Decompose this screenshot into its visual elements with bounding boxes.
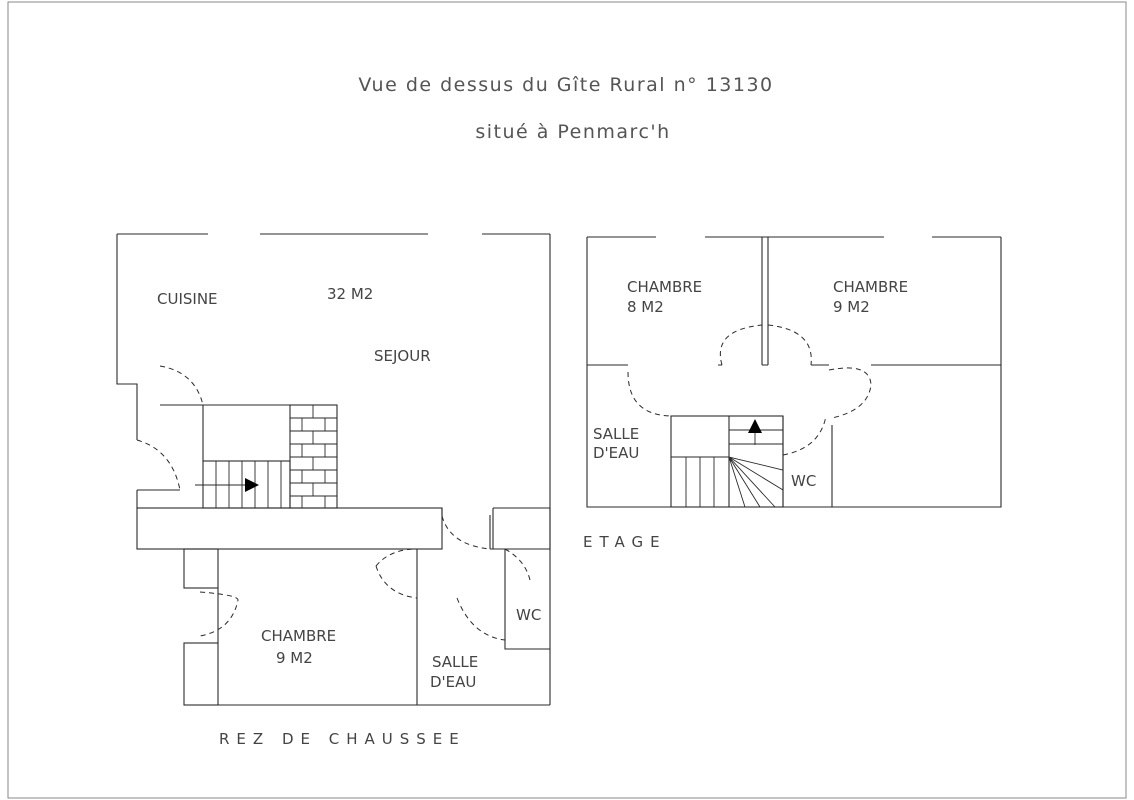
uf-label-chambre-a: CHAMBRE: [627, 278, 702, 296]
gf-label-wc: WC: [516, 606, 541, 624]
gf-door-salle-2: [375, 548, 418, 567]
gf-label-salle-1: SALLE: [432, 653, 478, 671]
uf-label-chambre-b: CHAMBRE: [833, 278, 908, 296]
gf-door-left: [136, 439, 181, 491]
gf-pillar-2: [183, 642, 219, 706]
gf-label-sejour: SEJOUR: [374, 347, 431, 365]
upper-floor-plan: CHAMBRE 8 M2 CHAMBRE 9 M2 SALLE D'EAU WC…: [583, 236, 1002, 551]
ground-floor-plan: CUISINE 32 M2 SEJOUR CHAMBRE 9 M2 SALLE …: [116, 233, 551, 748]
uf-label-salle-1: SALLE: [593, 425, 639, 443]
gf-inner-wall: [137, 404, 290, 491]
uf-outer-walls: [586, 237, 1002, 508]
uf-stair-steps: [685, 429, 784, 508]
uf-label-wc: WC: [791, 472, 816, 490]
uf-stair-arrow: [748, 419, 762, 433]
uf-door-chambre-b: [767, 324, 812, 366]
uf-door-salle: [627, 371, 672, 417]
gf-label-salle-2: D'EAU: [430, 673, 476, 691]
uf-caption: ETAGE: [583, 533, 667, 551]
uf-wc-walls: [782, 416, 833, 507]
gf-wc-walls: [489, 507, 551, 650]
gf-left-wall: [116, 234, 138, 412]
gf-label-chambre-area: 9 M2: [276, 649, 313, 667]
gf-label-chambre: CHAMBRE: [261, 627, 336, 645]
gf-chimney-bricks: [289, 404, 338, 509]
uf-label-salle-2: D'EAU: [593, 444, 639, 462]
gf-door-chambre: [199, 591, 239, 637]
gf-label-sejour-area: 32 M2: [327, 285, 373, 303]
gf-door-wc-2: [504, 548, 531, 581]
gf-door-wc: [456, 597, 506, 641]
sheet-border: [7, 1, 1127, 799]
gf-bottom-wall: [217, 588, 550, 706]
gf-stair-arrow: [245, 478, 259, 492]
gf-partition-beam: [136, 507, 443, 550]
gf-door-beam: [441, 515, 491, 550]
gf-pillar-1: [183, 548, 219, 589]
plan-subtitle: situé à Penmarc'h: [475, 121, 670, 143]
gf-door-cuisine: [159, 365, 204, 406]
uf-label-chambre-a-area: 8 M2: [627, 298, 664, 316]
uf-door-right: [828, 367, 872, 419]
uf-door-chambre-a: [720, 324, 763, 366]
gf-door-salle: [375, 565, 418, 599]
gf-caption: REZ DE CHAUSSEE: [219, 730, 466, 748]
uf-center-partition: [761, 237, 769, 366]
plan-title: Vue de dessus du Gîte Rural n° 13130: [358, 74, 773, 96]
uf-door-wc: [782, 415, 827, 456]
gf-label-cuisine: CUISINE: [157, 290, 218, 308]
uf-label-chambre-b-area: 9 M2: [833, 298, 870, 316]
